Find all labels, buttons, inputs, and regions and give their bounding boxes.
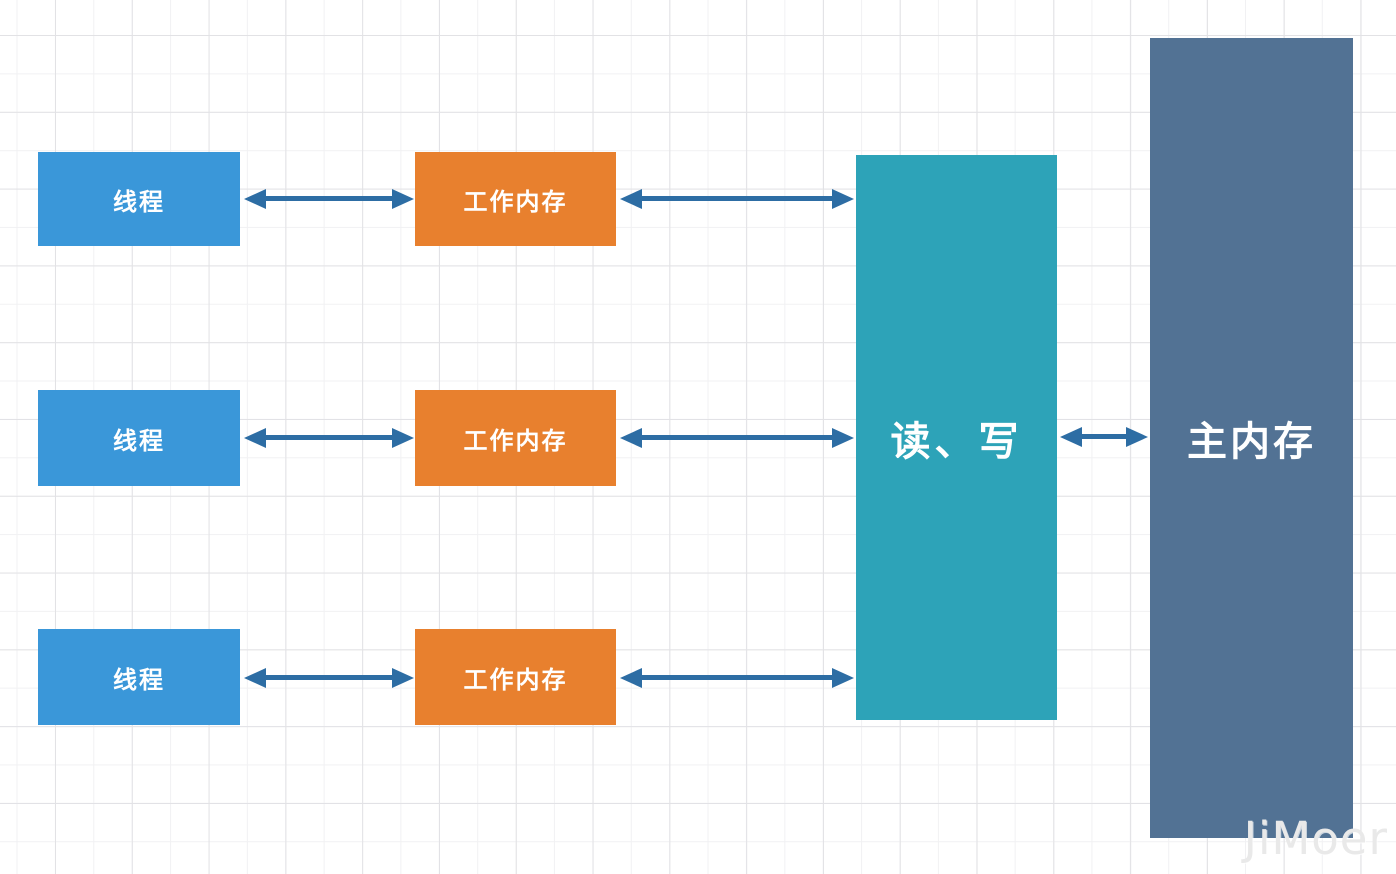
arrow-working-memory3-read-write (620, 667, 854, 688)
working-memory-node-3-label: 工作内存 (463, 665, 568, 694)
thread-node-3-label: 线程 (113, 665, 165, 694)
read-write-node: 读、写 (856, 155, 1057, 720)
working-memory-node-1: 工作内存 (415, 152, 616, 246)
arrow-shaft (640, 435, 834, 440)
arrow-thread1-working-memory1 (244, 188, 414, 209)
arrow-read-write-main-memory (1060, 426, 1148, 447)
working-memory-node-1-label: 工作内存 (463, 187, 568, 216)
arrow-shaft (640, 196, 834, 201)
working-memory-node-2-label: 工作内存 (463, 426, 568, 455)
working-memory-node-2: 工作内存 (415, 390, 616, 486)
working-memory-node-3: 工作内存 (415, 629, 616, 725)
arrow-shaft (264, 196, 394, 201)
thread-node-3: 线程 (38, 629, 240, 725)
main-memory-node: 主内存 (1150, 38, 1353, 838)
thread-node-2-label: 线程 (113, 426, 165, 455)
main-memory-node-label: 主内存 (1187, 419, 1316, 465)
watermark-text: JiMoer (1243, 812, 1388, 865)
thread-node-2: 线程 (38, 390, 240, 486)
arrow-thread3-working-memory3 (244, 667, 414, 688)
arrow-shaft (640, 675, 834, 680)
thread-node-1-label: 线程 (113, 187, 165, 216)
arrow-working-memory2-read-write (620, 427, 854, 448)
read-write-node-label: 读、写 (890, 418, 1023, 465)
thread-node-1: 线程 (38, 152, 240, 246)
arrow-shaft (264, 675, 394, 680)
arrow-shaft (1080, 434, 1128, 439)
arrow-shaft (264, 435, 394, 440)
arrow-working-memory1-read-write (620, 188, 854, 209)
arrow-thread2-working-memory2 (244, 427, 414, 448)
